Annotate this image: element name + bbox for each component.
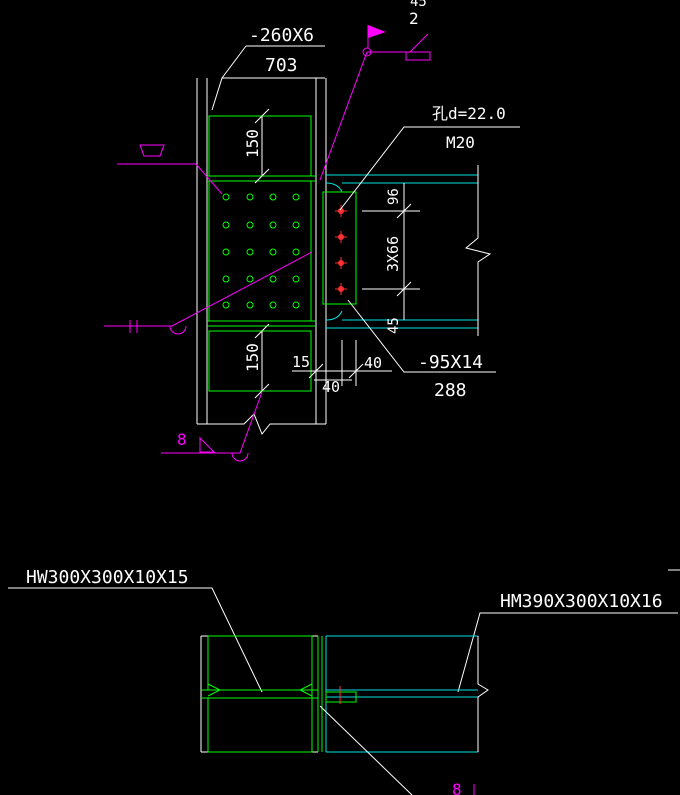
bolt-hole <box>222 301 230 309</box>
bolt-hole <box>246 221 254 229</box>
weld-all-around-arc-bottom <box>231 452 249 462</box>
dimension-lines <box>254 108 420 399</box>
lower-connection-detail: HW300X300X10X15 HM390X300X10X16 8 <box>8 567 680 795</box>
beam-section-label: HM390X300X10X16 <box>500 591 663 612</box>
lower-column-plate-bottom <box>207 697 313 753</box>
hole-spec-label: 孔d=22.0 <box>432 104 506 123</box>
doubler-plate-bolt-group <box>222 193 300 309</box>
lower-weld-size-label: 8 <box>452 780 462 795</box>
field-weld-flag <box>368 25 386 38</box>
dim-edge-45-label: 45 <box>386 317 402 334</box>
bolt-hole <box>269 221 277 229</box>
plate-length-label: 703 <box>265 55 298 76</box>
bolt-hole <box>222 193 230 201</box>
bolt-hole <box>222 221 230 229</box>
weld-symbol-slash <box>409 33 429 53</box>
bolt-hole <box>292 193 300 201</box>
dim-bottom-stiffener-label: 150 <box>243 343 262 372</box>
lower-stiffener-plate <box>208 330 312 392</box>
weld-size-left-label: 8 <box>177 430 187 449</box>
column-section-leader <box>8 587 263 693</box>
lower-beam-break-line <box>477 636 489 752</box>
bolt-hole <box>269 193 277 201</box>
dim-pitch-label: 3X66 <box>384 236 402 272</box>
weld-all-around-arc <box>169 325 187 335</box>
weld-size-top-label: 45 <box>410 0 427 10</box>
beam-break-line <box>464 165 492 336</box>
bolt-m20 <box>335 205 347 217</box>
beam-section-leader <box>457 612 678 693</box>
plate-spec-label: -260X6 <box>249 25 314 46</box>
weld-symbol-box <box>405 51 431 61</box>
bolt-hole <box>246 301 254 309</box>
bolt-hole <box>269 301 277 309</box>
bolt-m20 <box>335 283 347 295</box>
dim-40-right-label: 40 <box>364 354 382 372</box>
bolt-hole <box>269 275 277 283</box>
bolt-hole <box>292 275 300 283</box>
dim-15-label: 15 <box>292 353 310 371</box>
upper-connection-detail: -260X6 703 45 2 孔d=22.0 M20 150 150 96 3… <box>104 0 520 462</box>
weld-leader-bottom <box>161 391 263 454</box>
column-section-label: HW300X300X10X15 <box>26 567 189 588</box>
fillet-weld-triangle <box>199 436 216 453</box>
column-web-doubler-plate <box>208 180 312 322</box>
bolt-m20 <box>335 231 347 243</box>
bolt-hole <box>222 248 230 256</box>
lower-shear-tab <box>325 691 357 703</box>
dim-top-stiffener-label: 150 <box>243 129 262 158</box>
dim-edge-96-label: 96 <box>386 188 402 205</box>
lower-weld-leader <box>319 705 413 795</box>
bolt-hole <box>292 221 300 229</box>
column-break-line <box>197 413 326 435</box>
field-weld-circle <box>362 47 372 57</box>
endplate-length-label: 288 <box>434 380 467 401</box>
bolt-hole <box>246 248 254 256</box>
bolt-hole <box>292 248 300 256</box>
bolt-spec-label: M20 <box>446 133 475 152</box>
bolt-hole <box>269 248 277 256</box>
weld-leader-left-top <box>117 163 223 195</box>
beam-scallop-top <box>325 182 343 193</box>
weld-leader-top <box>319 51 430 181</box>
shear-tab-bolts <box>335 205 347 295</box>
endplate-spec-label: -95X14 <box>418 352 483 373</box>
bolt-hole <box>292 301 300 309</box>
beam-scallop-bottom <box>325 310 343 321</box>
weld-leader-left-middle <box>104 251 313 327</box>
lower-weld-mark-left <box>207 683 222 697</box>
leader-lines-white <box>211 45 520 373</box>
shear-tab-plate <box>322 191 357 305</box>
weld-annotations <box>104 25 431 462</box>
dim-40-left-label: 40 <box>322 378 340 396</box>
lower-weld-mark-right <box>298 683 313 697</box>
lower-column-plate-top <box>207 635 313 691</box>
weld-symbol-groove <box>139 144 165 157</box>
bolt-hole <box>246 275 254 283</box>
bolt-hole <box>246 193 254 201</box>
bolt-m20 <box>335 257 347 269</box>
weld-size-top-2-label: 2 <box>409 9 419 28</box>
bolt-hole <box>222 275 230 283</box>
